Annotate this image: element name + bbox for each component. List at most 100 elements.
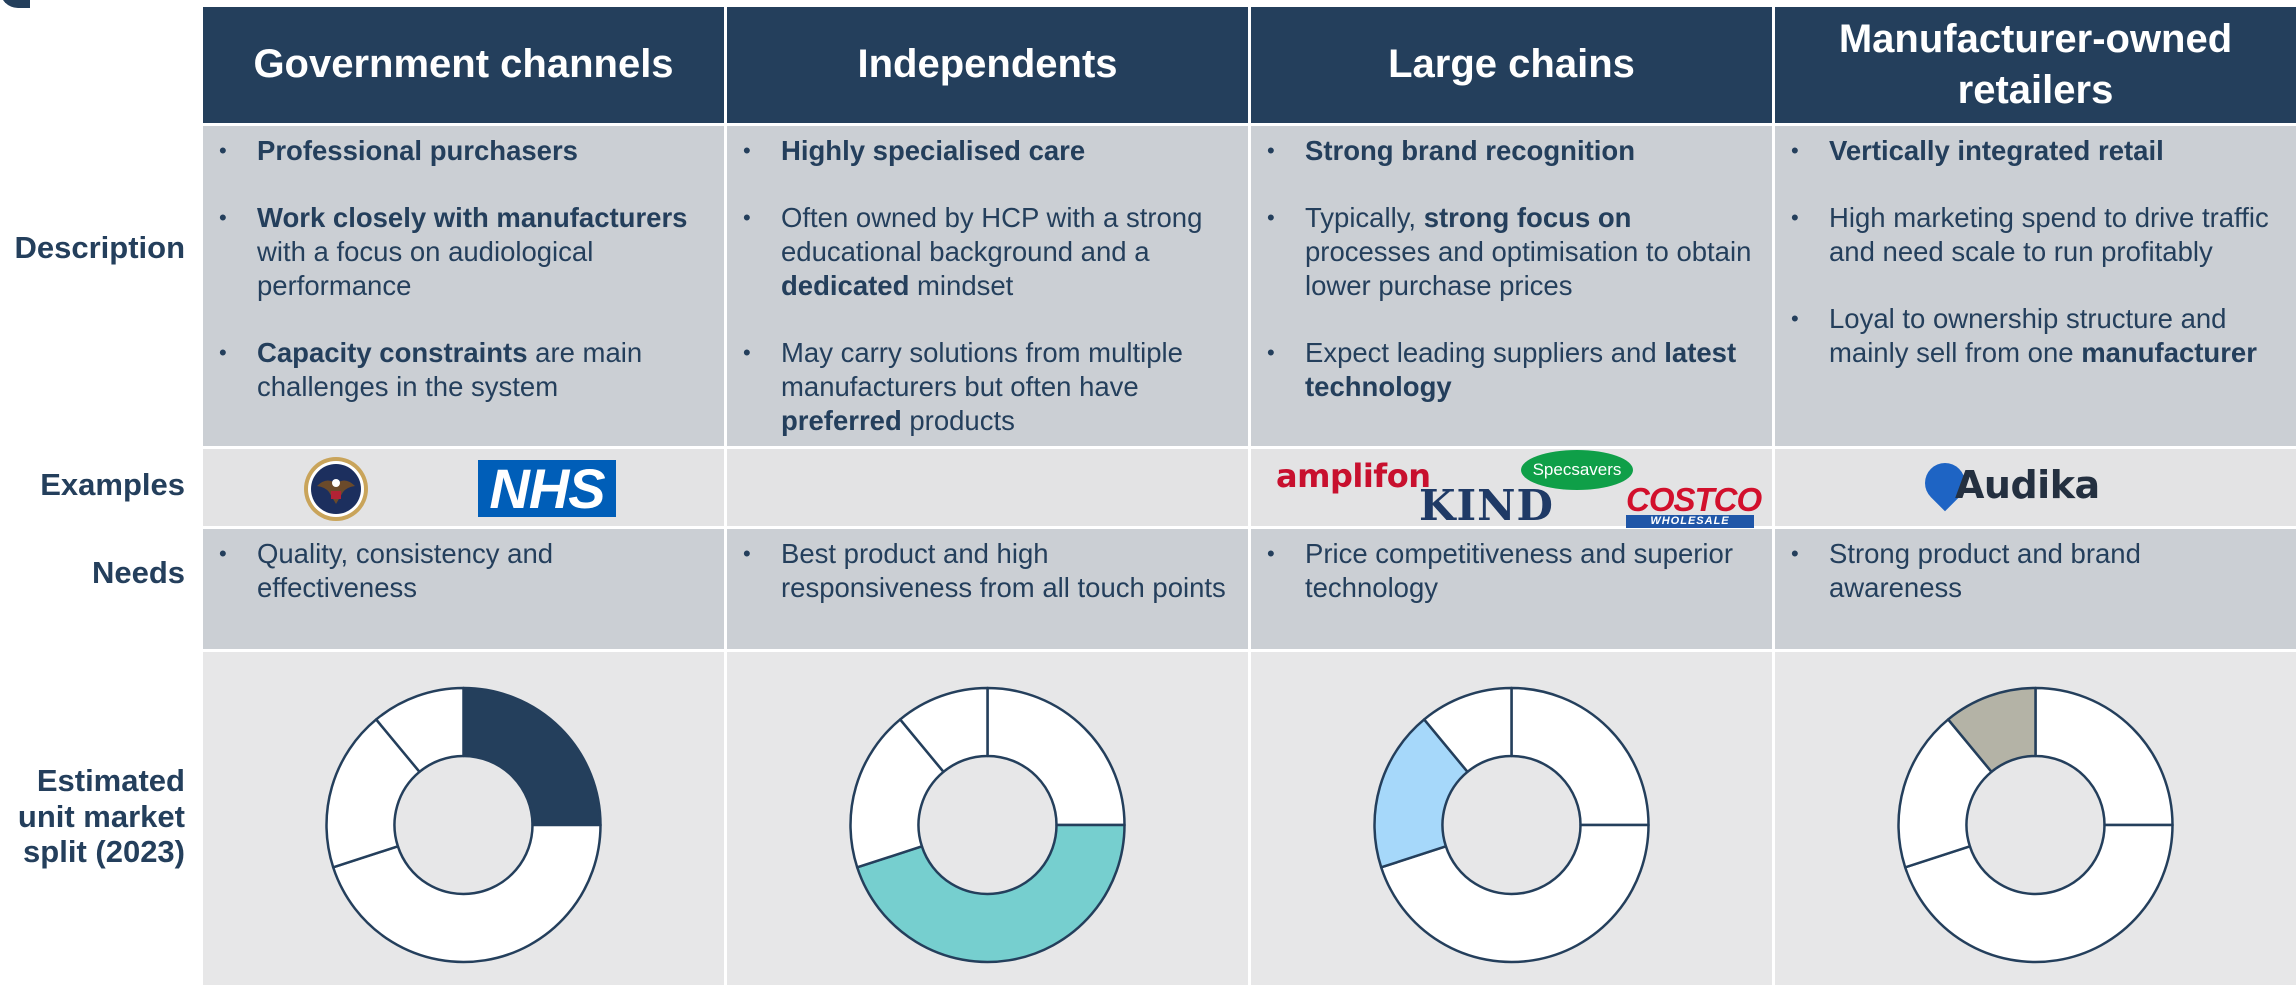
header-line-1: Manufacturer-owned <box>1838 16 2233 61</box>
header-line-1: Independents <box>857 42 1118 87</box>
description-bold-text: manufacturer <box>2081 337 2257 368</box>
needs-list: Strong product and brand awareness <box>1775 529 2296 605</box>
donut-slice-large-chains <box>325 718 421 869</box>
row-label-split-line-3: split (2023) <box>23 834 185 870</box>
description-text: products <box>901 405 1015 436</box>
header-line-2: retailers <box>1957 68 2114 112</box>
header-line-1: Government channels <box>253 42 674 87</box>
description-item: Typically, strong focus on processes and… <box>1267 201 1752 303</box>
description-cell: Highly specialised careOften owned by HC… <box>727 126 1248 446</box>
va-seal-logo <box>304 457 368 521</box>
needs-item: Best product and high responsiveness fro… <box>743 537 1228 605</box>
header-large-chains: Large chains <box>1251 7 1772 123</box>
description-text: Typically, <box>1305 202 1424 233</box>
audika-logo: Audika <box>1955 463 2100 507</box>
costco-wordmark: COSTCO <box>1626 481 1762 518</box>
donut-slice-independents <box>1379 823 1650 964</box>
market-split-donut-chart <box>1373 686 1650 964</box>
donut-slice-manufacturer-owned-retailers <box>374 686 465 774</box>
donut-slice-government-channels <box>462 686 602 827</box>
needs-cell: Best product and high responsiveness fro… <box>727 529 1248 649</box>
description-item: Vertically integrated retail <box>1791 134 2276 168</box>
specsavers-logo: Specsavers <box>1521 450 1633 490</box>
description-list: Professional purchasersWork closely with… <box>203 126 724 404</box>
row-label-needs: Needs <box>91 555 185 590</box>
donut-slice-government-channels <box>986 686 1126 827</box>
header-government-channels: Government channels <box>203 7 724 123</box>
market-split-chart-cell <box>1251 652 1772 985</box>
needs-cell: Quality, consistency and effectiveness <box>203 529 724 649</box>
header-line-1: Large chains <box>1388 42 1635 87</box>
amplifon-logo: amplifon <box>1276 457 1431 495</box>
description-item: Expect leading suppliers and latest tech… <box>1267 336 1752 404</box>
description-bold-text: latest technology <box>1305 337 1737 402</box>
row-label-split-line-1: Estimated <box>36 763 185 798</box>
needs-list: Best product and high responsiveness fro… <box>727 529 1248 605</box>
description-list: Vertically integrated retailHigh marketi… <box>1775 126 2296 370</box>
row-label-examples: Examples <box>40 467 185 502</box>
donut-slice-manufacturer-owned-retailers <box>1946 686 2037 774</box>
description-item: Loyal to ownership structure and mainly … <box>1791 302 2276 370</box>
description-list: Highly specialised careOften owned by HC… <box>727 126 1248 438</box>
market-split-donut-chart <box>325 686 602 964</box>
needs-item: Strong product and brand awareness <box>1791 537 2276 605</box>
row-label-market-split: Estimated unit market split (2023) <box>18 763 185 870</box>
description-text: processes and optimisation to obtain low… <box>1305 236 1752 301</box>
description-text: High marketing spend to drive traffic an… <box>1829 202 2269 267</box>
description-bold-text: Professional purchasers <box>257 135 578 166</box>
donut-slice-independents <box>331 823 602 964</box>
description-item: May carry solutions from multiple manufa… <box>743 336 1228 438</box>
description-text: with a focus on audiological performance <box>257 236 594 301</box>
description-text: Loyal to ownership structure and mainly … <box>1829 303 2227 368</box>
header-manufacturer-owned-retailers: Manufacturer-owned retailers <box>1775 7 2296 123</box>
donut-slice-large-chains <box>1373 718 1469 869</box>
needs-list: Price competitiveness and superior techn… <box>1251 529 1772 605</box>
description-item: Professional purchasers <box>219 134 704 168</box>
examples-cell-government: NHS <box>203 449 724 526</box>
description-item: High marketing spend to drive traffic an… <box>1791 201 2276 269</box>
market-split-chart-cell <box>203 652 724 985</box>
description-cell: Professional purchasersWork closely with… <box>203 126 724 446</box>
needs-item: Price competitiveness and superior techn… <box>1267 537 1752 605</box>
description-text: Expect leading suppliers and <box>1305 337 1665 368</box>
needs-cell: Price competitiveness and superior techn… <box>1251 529 1772 649</box>
needs-item: Quality, consistency and effectiveness <box>219 537 704 605</box>
description-bold-text: preferred <box>781 405 902 436</box>
market-split-chart-cell <box>1775 652 2296 985</box>
description-cell: Vertically integrated retailHigh marketi… <box>1775 126 2296 446</box>
description-bold-text: Capacity constraints <box>257 337 528 368</box>
description-list: Strong brand recognitionTypically, stron… <box>1251 126 1772 404</box>
donut-slice-manufacturer-owned-retailers <box>1422 686 1513 774</box>
description-bold-text: dedicated <box>781 270 910 301</box>
costco-subtitle: WHOLESALE <box>1626 515 1754 528</box>
description-text: mindset <box>909 270 1014 301</box>
description-text: are main challenges in the system <box>257 337 643 402</box>
description-text: Often owned by HCP with a strong educati… <box>781 202 1203 267</box>
donut-slice-government-channels <box>2034 686 2174 827</box>
examples-cell-independents <box>727 449 1248 526</box>
corner-logo-fragment <box>0 0 30 8</box>
description-cell: Strong brand recognitionTypically, stron… <box>1251 126 1772 446</box>
row-label-split-line-2: unit market <box>17 798 185 834</box>
examples-cell-manufacturer-owned: Audika <box>1775 449 2296 526</box>
description-item: Capacity constraints are main challenges… <box>219 336 704 404</box>
channel-comparison-table: Government channels Independents Large c… <box>203 7 2296 985</box>
description-item: Often owned by HCP with a strong educati… <box>743 201 1228 303</box>
nhs-logo: NHS <box>478 460 616 517</box>
description-bold-text: strong focus on <box>1423 202 1632 233</box>
description-bold-text: Work closely with manufacturers <box>257 202 688 233</box>
market-split-chart-cell <box>727 652 1248 985</box>
donut-slice-large-chains <box>849 718 945 869</box>
examples-cell-large-chains: amplifon KIND Specsavers COSTCO WHOLESAL… <box>1251 449 1772 530</box>
description-item: Strong brand recognition <box>1267 134 1752 168</box>
market-split-donut-chart <box>1897 686 2174 964</box>
donut-slice-large-chains <box>1897 718 1993 869</box>
donut-slice-government-channels <box>1510 686 1650 827</box>
market-split-donut-chart <box>849 686 1126 964</box>
description-item: Highly specialised care <box>743 134 1228 168</box>
needs-cell: Strong product and brand awareness <box>1775 529 2296 649</box>
kind-logo: KIND <box>1419 481 1554 530</box>
description-item: Work closely with manufacturers with a f… <box>219 201 704 303</box>
description-bold-text: Vertically integrated retail <box>1829 135 2164 166</box>
donut-slice-independents <box>1903 823 2174 964</box>
